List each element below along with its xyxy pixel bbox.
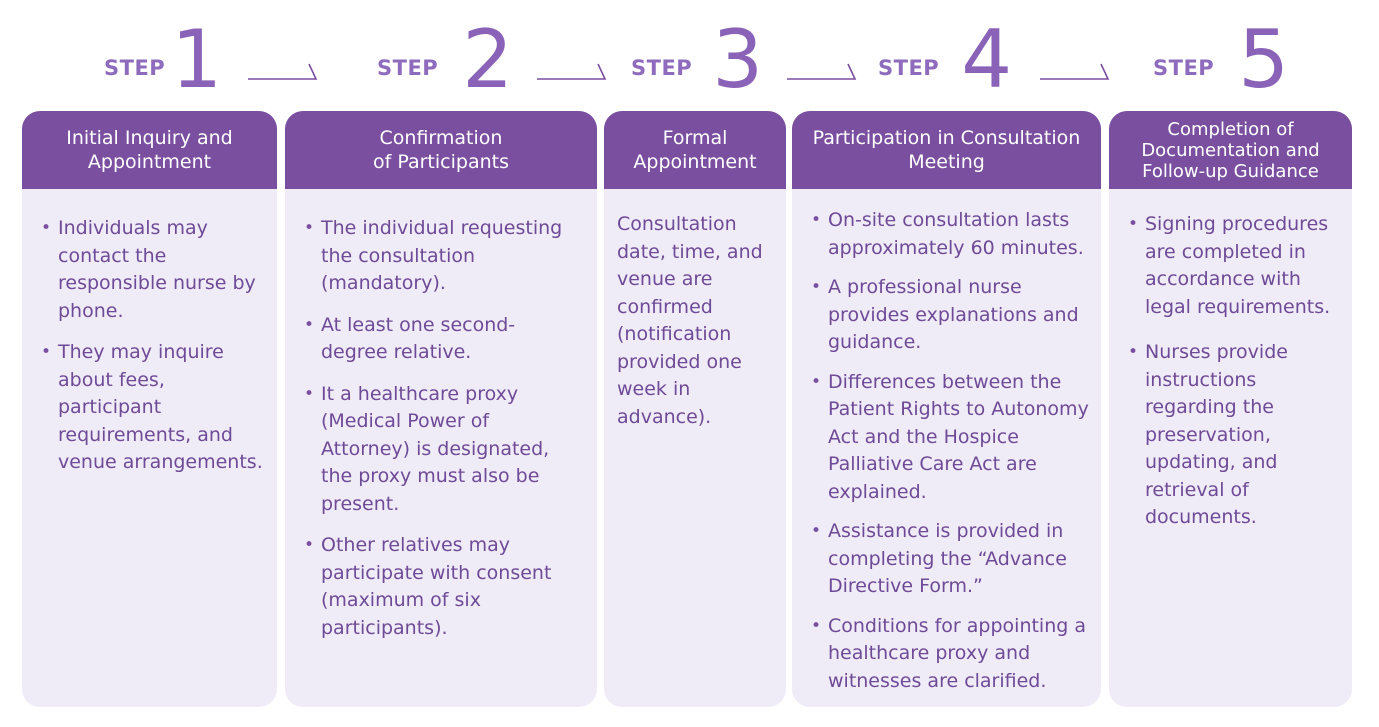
step-5-header: Completion of Documentation and Follow-u…: [1109, 111, 1352, 189]
list-item: At least one second-degree relative.: [299, 312, 581, 367]
step-3-text: Consultation date, time, and venue are c…: [617, 213, 763, 428]
step-1-card: Initial Inquiry and Appointment Individu…: [22, 111, 277, 707]
list-item: Signing procedures are completed in acco…: [1123, 211, 1346, 321]
step-5-title: Completion of Documentation and Follow-u…: [1141, 118, 1320, 182]
step-4-label: STEP 4: [878, 10, 1012, 100]
step-number: 3: [712, 13, 764, 106]
list-item: They may inquire about fees, participant…: [36, 339, 267, 477]
step-1-header: Initial Inquiry and Appointment: [22, 111, 277, 189]
arrow-icon: [537, 63, 607, 80]
bullet-list: The individual requesting the consultati…: [299, 215, 581, 642]
step-4-body: On-site consultation lasts approximately…: [792, 189, 1101, 695]
step-4-title: Participation in Consultation Meeting: [812, 127, 1081, 173]
step-1-label: STEP 1: [104, 10, 222, 100]
arrow-icon: [787, 63, 857, 80]
list-item: A professional nurse provides explanatio…: [806, 274, 1093, 357]
step-2-title: Confirmation of Participants: [373, 127, 509, 173]
step-number: 5: [1238, 13, 1290, 106]
step-2-label: STEP 2: [377, 10, 513, 100]
step-3-label: STEP 3: [631, 10, 763, 100]
step-5-label: STEP 5: [1153, 10, 1289, 100]
step-2-header: Confirmation of Participants: [285, 111, 597, 189]
list-item: Individuals may contact the responsible …: [36, 215, 267, 325]
list-item: Other relatives may participate with con…: [299, 532, 581, 642]
arrow-icon: [248, 63, 318, 80]
step-word: STEP: [878, 56, 940, 80]
bullet-list: On-site consultation lasts approximately…: [806, 207, 1093, 695]
step-word: STEP: [377, 56, 439, 80]
step-3-body: Consultation date, time, and venue are c…: [604, 189, 786, 431]
list-item: Conditions for appointing a healthcare p…: [806, 613, 1093, 696]
step-word: STEP: [1153, 56, 1215, 80]
step-3-card: Formal Appointment Consultation date, ti…: [604, 111, 786, 707]
step-2-card: Confirmation of Participants The individ…: [285, 111, 597, 707]
step-3-header: Formal Appointment: [604, 111, 786, 189]
bullet-list: Individuals may contact the responsible …: [36, 215, 267, 477]
list-item: Assistance is provided in completing the…: [806, 518, 1093, 601]
list-item: Differences between the Patient Rights t…: [806, 369, 1093, 507]
list-item: Nurses provide instructions regarding th…: [1123, 339, 1346, 532]
step-2-body: The individual requesting the consultati…: [285, 189, 597, 642]
step-1-body: Individuals may contact the responsible …: [22, 189, 277, 477]
step-word: STEP: [631, 56, 693, 80]
step-word: STEP: [104, 56, 166, 80]
step-5-body: Signing procedures are completed in acco…: [1109, 189, 1352, 532]
step-4-header: Participation in Consultation Meeting: [792, 111, 1101, 189]
step-4-card: Participation in Consultation Meeting On…: [792, 111, 1101, 707]
step-number: 2: [462, 13, 514, 106]
step-5-card: Completion of Documentation and Follow-u…: [1109, 111, 1352, 707]
step-number: 1: [171, 13, 223, 106]
step-1-title: Initial Inquiry and Appointment: [66, 127, 233, 173]
step-number: 4: [961, 13, 1013, 106]
list-item: On-site consultation lasts approximately…: [806, 207, 1093, 262]
list-item: The individual requesting the consultati…: [299, 215, 581, 298]
list-item: It a healthcare proxy (Medical Power of …: [299, 381, 581, 519]
step-3-title: Formal Appointment: [633, 127, 757, 173]
bullet-list: Signing procedures are completed in acco…: [1123, 211, 1346, 532]
arrow-icon: [1040, 63, 1110, 80]
